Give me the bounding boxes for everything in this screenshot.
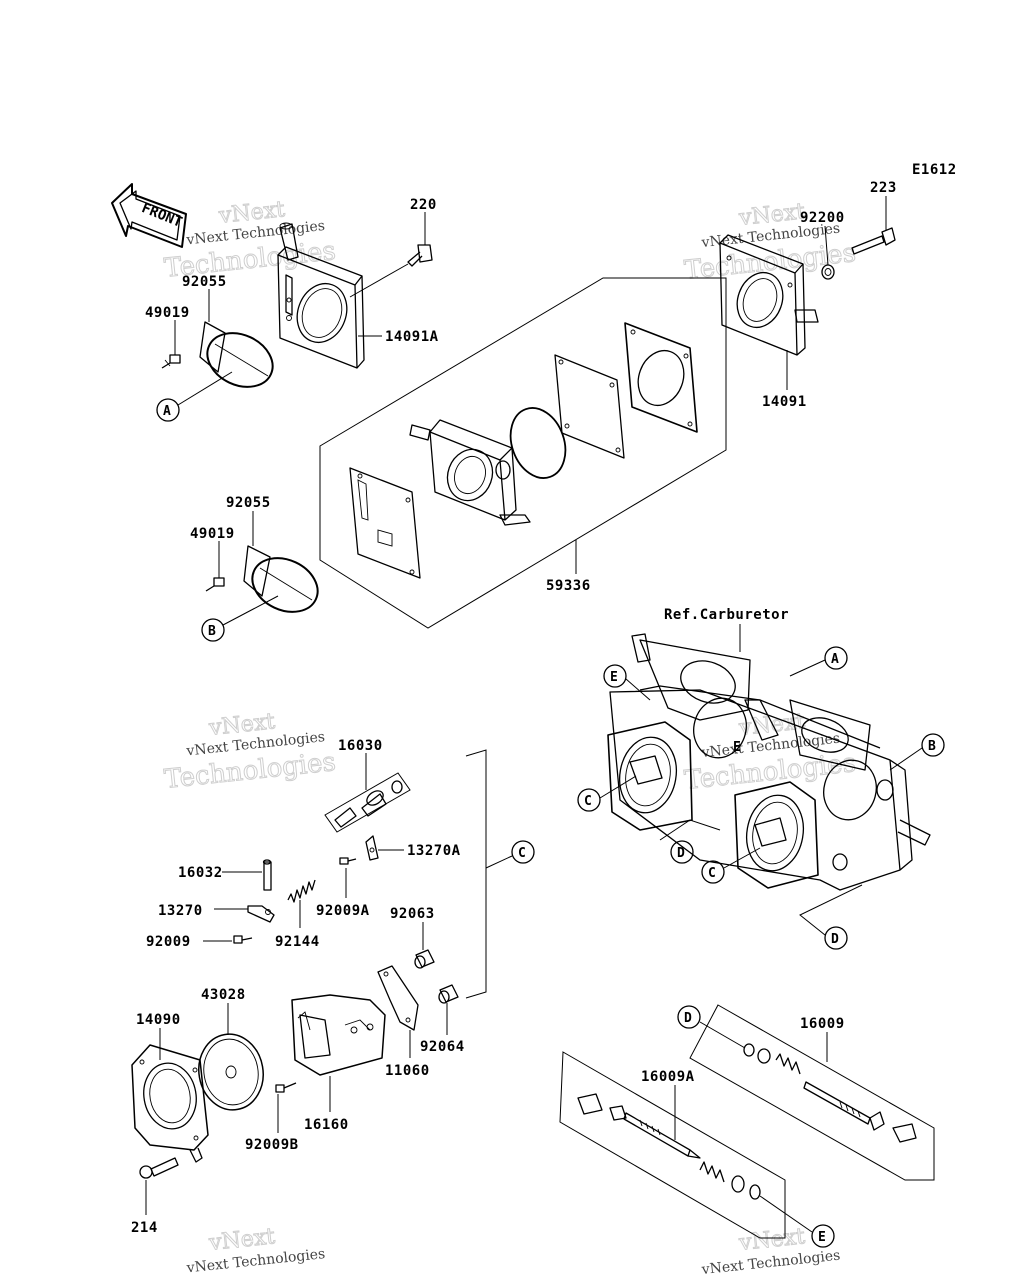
pin-16032: [262, 859, 272, 891]
callout-e-ref-mid: E: [733, 740, 741, 755]
svg-text:E: E: [610, 670, 618, 685]
kit-16009-boundary: [689, 1004, 935, 1181]
diaphragm-kit: [624, 322, 698, 433]
callout-c-ref-bottom: C: [701, 847, 761, 884]
callout-e-ref-top: E: [603, 664, 651, 701]
fitting-92064: [438, 984, 459, 1004]
label-223: 223: [870, 180, 897, 196]
label-16032: 16032: [178, 865, 223, 881]
label-92055-a: 92055: [182, 274, 227, 290]
label-13270A: 13270A: [407, 843, 461, 859]
diagram-code: E1612: [912, 162, 957, 178]
jet-needle-16009A: [577, 1093, 761, 1200]
jet-needle-16009: [743, 1043, 917, 1143]
fitting-92063: [414, 949, 435, 969]
label-92144: 92144: [275, 934, 320, 950]
callout-c-ref-left: C: [577, 775, 637, 812]
callout-a-left: A: [156, 371, 233, 422]
svg-text:D: D: [831, 932, 839, 947]
svg-text:D: D: [677, 846, 685, 861]
label-16160: 16160: [304, 1117, 349, 1133]
screw-49019-a: [161, 354, 181, 369]
cover-14090: [131, 1044, 209, 1163]
callout-e-jet: E: [759, 1195, 835, 1248]
cover-16160: [291, 994, 386, 1076]
svg-text:E: E: [818, 1230, 826, 1245]
bolt-223: [851, 227, 896, 255]
label-11060: 11060: [385, 1063, 430, 1079]
front-arrow-icon: FRONT: [111, 183, 187, 248]
kit-16009A-boundary: [559, 1051, 786, 1239]
svg-text:C: C: [708, 866, 716, 881]
callout-c-group: C: [485, 840, 535, 869]
screw-214: [139, 1157, 179, 1179]
label-16030: 16030: [338, 738, 383, 754]
screw-92009A: [339, 857, 357, 865]
label-92009: 92009: [146, 934, 191, 950]
label-214: 214: [131, 1220, 158, 1236]
label-92009B: 92009B: [245, 1137, 299, 1153]
label-220: 220: [410, 197, 437, 213]
valve-16030: [334, 780, 403, 828]
svg-text:D: D: [684, 1011, 692, 1026]
gasket-92055-a: [199, 321, 274, 388]
gasket-11060: [377, 965, 419, 1031]
gasket-kit-plate-2: [554, 354, 625, 459]
label-92055-b: 92055: [226, 495, 271, 511]
label-14090: 14090: [136, 1012, 181, 1028]
label-92009A: 92009A: [316, 903, 370, 919]
screw-49019-b: [205, 577, 225, 592]
lever-13270A: [365, 835, 379, 861]
group-c-bracket: [465, 749, 487, 999]
pump-cover-14091A: [277, 222, 365, 369]
pump-body-kit: [409, 419, 531, 526]
svg-text:B: B: [208, 624, 216, 639]
gasket-92055-b: [243, 545, 319, 613]
label-14091: 14091: [762, 394, 807, 410]
diaphragm-43028: [198, 1033, 264, 1111]
callout-b-left: B: [201, 595, 279, 642]
label-16009A: 16009A: [641, 1069, 695, 1085]
pump-cover-14091: [719, 234, 819, 356]
reference-carburetor-label: Ref.Carburetor: [664, 607, 789, 623]
label-16009: 16009: [800, 1016, 845, 1032]
label-59336: 59336: [546, 578, 591, 594]
screw-92009B: [275, 1082, 297, 1093]
label-92200: 92200: [800, 210, 845, 226]
watermark-group: vNext vNext Technologies Technologies vN…: [162, 197, 857, 1279]
label-92064: 92064: [420, 1039, 465, 1055]
spring-92144: [287, 879, 316, 903]
screw-220: [407, 244, 433, 267]
label-49019-b: 49019: [190, 526, 235, 542]
callout-b-ref: B: [889, 733, 945, 771]
gasket-kit-plate-1: [349, 467, 421, 579]
lever-13270: [247, 905, 275, 923]
carburetor-assembly: [607, 633, 931, 891]
callout-d-ref-mid: D: [659, 819, 721, 864]
kit-59336-boundary: [319, 277, 727, 629]
label-43028: 43028: [201, 987, 246, 1003]
callout-d-ref-bottom: D: [799, 884, 863, 950]
svg-text:C: C: [518, 846, 526, 861]
svg-text:C: C: [584, 794, 592, 809]
label-13270: 13270: [158, 903, 203, 919]
label-14091A: 14091A: [385, 329, 439, 345]
callout-a-ref: A: [789, 646, 848, 677]
svg-text:B: B: [928, 739, 936, 754]
svg-text:A: A: [831, 652, 839, 667]
callout-d-jet: D: [677, 1005, 746, 1049]
label-49019-a: 49019: [145, 305, 190, 321]
svg-text:A: A: [163, 404, 171, 419]
o-ring-kit: [509, 407, 567, 479]
label-92063: 92063: [390, 906, 435, 922]
kit-16030-boundary: [324, 772, 411, 833]
screw-92009: [233, 935, 253, 944]
